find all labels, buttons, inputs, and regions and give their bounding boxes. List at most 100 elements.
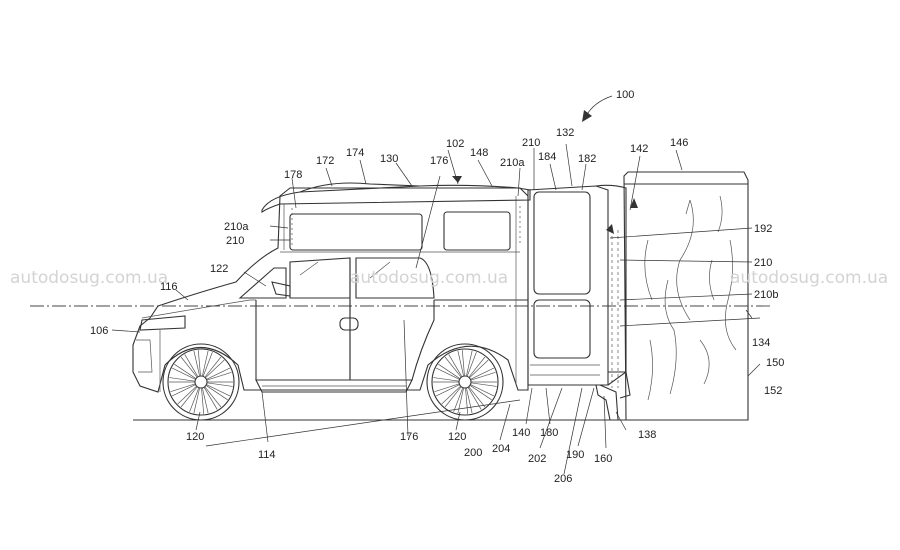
roof-fairing <box>299 182 421 193</box>
spoke <box>189 387 201 414</box>
label-122: 122 <box>210 263 228 275</box>
tire <box>426 343 504 421</box>
tent-outline <box>623 171 749 421</box>
label-210a-left: 210a <box>224 221 249 233</box>
hub <box>194 375 208 389</box>
label-204: 204 <box>492 443 510 455</box>
spoke <box>468 356 489 379</box>
support-bracket <box>528 384 611 421</box>
rear-door <box>349 300 435 381</box>
label-138: 138 <box>638 429 656 441</box>
spoke <box>206 381 233 387</box>
spoke <box>441 385 462 408</box>
spoke <box>436 363 461 380</box>
label-120-front: 120 <box>186 431 204 443</box>
label-200: 200 <box>464 447 482 459</box>
label-148: 148 <box>470 147 488 159</box>
front-wheel <box>162 343 240 421</box>
spoke <box>170 383 196 397</box>
label-190: 190 <box>566 449 584 461</box>
label-210b: 210b <box>754 289 778 301</box>
label-210-top: 210 <box>522 137 540 149</box>
spoke <box>193 350 201 377</box>
spoke <box>470 367 496 381</box>
label-116: 116 <box>160 281 178 293</box>
label-172: 172 <box>316 155 334 167</box>
label-106: 106 <box>90 325 108 337</box>
spoke <box>204 356 225 379</box>
side-mirror <box>271 281 291 297</box>
label-160: 160 <box>594 453 612 465</box>
label-102: 102 <box>446 138 464 150</box>
spoke <box>205 384 230 401</box>
label-150: 150 <box>766 357 784 369</box>
camper-window-front <box>289 213 423 251</box>
spoke <box>180 354 199 378</box>
label-130: 130 <box>380 153 398 165</box>
spoke <box>201 387 209 414</box>
label-192: 192 <box>754 223 772 235</box>
label-210-right: 210 <box>754 257 772 269</box>
spoke <box>434 383 460 397</box>
label-134: 134 <box>752 337 770 349</box>
label-152: 152 <box>764 385 782 397</box>
label-180: 180 <box>540 427 558 439</box>
hood-line <box>141 299 256 319</box>
watermark-center: autodosug.com.ua <box>350 268 508 288</box>
label-182: 182 <box>578 153 596 165</box>
spoke <box>203 386 222 410</box>
label-210a-top: 210a <box>500 157 525 169</box>
rear-wheel <box>426 343 504 421</box>
label-176-bottom: 176 <box>400 431 418 443</box>
hub <box>458 375 472 389</box>
spoke <box>177 385 198 408</box>
label-100: 100 <box>616 89 634 101</box>
rear-side-window <box>355 257 435 299</box>
extension-seal <box>595 184 627 386</box>
label-140: 140 <box>512 427 530 439</box>
extension-frame <box>527 185 609 386</box>
watermark-right: autodosug.com.ua <box>730 268 888 288</box>
spoke <box>444 354 463 378</box>
windshield <box>238 267 287 299</box>
camper-shell <box>261 182 531 253</box>
label-132: 132 <box>556 127 574 139</box>
reference-labels: 100 102 106 114 116 120 120 122 130 132 … <box>90 89 784 485</box>
front-bumper <box>136 339 153 373</box>
label-114: 114 <box>258 449 276 461</box>
front-side-window <box>289 257 351 299</box>
leader-lines <box>111 143 761 475</box>
label-174: 174 <box>346 147 364 159</box>
label-184: 184 <box>538 151 556 163</box>
spoke <box>465 350 477 377</box>
camper-window-rear <box>443 211 511 251</box>
spoke <box>433 377 460 383</box>
label-142: 142 <box>630 143 648 155</box>
rim <box>431 348 499 416</box>
label-202: 202 <box>528 453 546 465</box>
roof-pod <box>261 184 531 214</box>
spoke <box>172 363 197 380</box>
spoke <box>465 387 473 414</box>
door-handle <box>339 317 359 331</box>
spoke <box>457 350 465 377</box>
tire <box>162 343 240 421</box>
spoke <box>470 381 497 387</box>
rocker-panel <box>255 379 413 393</box>
watermark-left: autodosug.com.ua <box>10 268 168 288</box>
label-146: 146 <box>670 137 688 149</box>
tent-structure <box>623 171 749 421</box>
figure-arrowhead <box>582 110 592 122</box>
label-120-rear: 120 <box>448 431 466 443</box>
spoke <box>206 367 232 381</box>
label-206: 206 <box>554 473 572 485</box>
vehicle-body <box>132 187 529 393</box>
vehicle <box>132 187 529 393</box>
label-178: 178 <box>284 169 302 181</box>
label-176-top: 176 <box>430 155 448 167</box>
headlamp <box>139 315 186 331</box>
extension-lower-panel <box>533 299 591 359</box>
spoke <box>201 350 213 377</box>
figure-arrow <box>585 95 613 117</box>
